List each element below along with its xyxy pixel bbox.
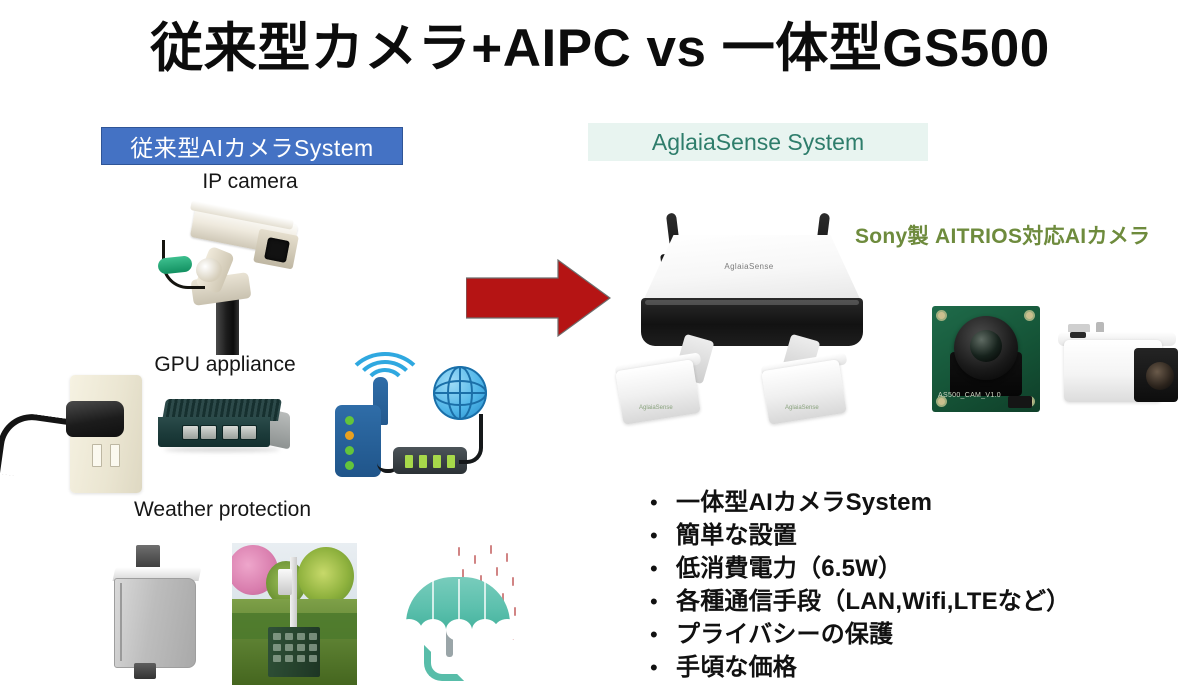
- ip-camera-photo: [140, 196, 340, 356]
- ethernet-port-4: [240, 425, 257, 440]
- bullet-camera-lens-icon: [1146, 362, 1174, 390]
- aglaiasense-system-heading-label: AglaiaSense System: [651, 128, 865, 155]
- list-item: • プライバシーの保護: [650, 619, 1190, 650]
- bullet-marker: •: [650, 589, 658, 614]
- modem-led-4: [447, 455, 455, 468]
- outdoor-pole-cabinet-photo: [232, 543, 357, 685]
- bullet-camera-tab: [1070, 332, 1086, 338]
- list-item: • 低消費電力（6.5W）: [650, 553, 1190, 584]
- gs500-camera-logo-right: AglaiaSense: [785, 405, 819, 411]
- weatherproof-enclosure-photo: [108, 545, 213, 683]
- ethernet-port-2: [200, 425, 217, 440]
- bullet-label: プライバシーの保護: [676, 621, 894, 648]
- gpu-appliance-label: GPU appliance: [154, 353, 296, 376]
- gs500-camera-left: [615, 359, 701, 425]
- bullet-marker: •: [650, 655, 658, 680]
- outlet-slot-right: [110, 444, 120, 467]
- enclosure-conduit-cap: [136, 545, 160, 569]
- comparison-arrow-icon: [465, 258, 612, 338]
- list-item: • 一体型AIカメラSystem: [650, 487, 1190, 518]
- bullet-marker: •: [650, 490, 658, 515]
- photo-pole-camera: [278, 569, 292, 595]
- weather-protection-label: Weather protection: [133, 498, 312, 521]
- power-plug: [66, 401, 124, 437]
- feature-bullet-list: • 一体型AIカメラSystem • 簡単な設置 • 低消費電力（6.5W） •…: [650, 487, 1190, 685]
- outlet-slot-left: [92, 444, 102, 467]
- gs500-device-photo: AglaiaSense AglaiaSense AglaiaSense: [605, 205, 905, 450]
- list-item: • 簡単な設置: [650, 520, 1190, 551]
- router-to-modem-cable: [377, 457, 399, 473]
- gs500-camera-logo-left: AglaiaSense: [639, 405, 673, 411]
- router-led-1: [345, 416, 354, 425]
- ethernet-port-3: [222, 425, 239, 440]
- camera-lens-icon: [264, 237, 290, 263]
- umbrella-shaft: [446, 625, 453, 657]
- router-led-4: [345, 461, 354, 470]
- gs500-black-band: [641, 298, 863, 346]
- pcb-mount-hole-tr: [1024, 310, 1035, 321]
- gs500-band-highlight: [645, 300, 859, 305]
- photo-tree-right: [298, 547, 354, 605]
- router-led-2: [345, 431, 354, 440]
- bullet-marker: •: [650, 622, 658, 647]
- router-body: [335, 405, 381, 477]
- ip-camera-label: IP camera: [202, 170, 298, 193]
- page-title: 従来型カメラ+AIPC vs 一体型GS500: [150, 19, 1050, 78]
- ethernet-port-1: [182, 425, 199, 440]
- wifi-wave-icon-large: [343, 352, 427, 428]
- globe-icon: [433, 366, 487, 420]
- enclosure-bottom-gland: [134, 663, 156, 679]
- router-led-3: [345, 446, 354, 455]
- power-outlet-photo: [0, 375, 148, 495]
- legacy-system-heading-label: 従来型AIカメラSystem: [130, 135, 374, 161]
- white-bullet-camera-photo: [1054, 318, 1194, 426]
- bullet-label: 簡単な設置: [676, 522, 797, 549]
- gpu-shadow: [164, 447, 280, 452]
- aglaiasense-system-heading: AglaiaSense System: [588, 123, 928, 161]
- pcb-mount-hole-bl: [936, 396, 947, 407]
- bullet-label: 一体型AIカメラSystem: [676, 489, 933, 516]
- legacy-system-heading: 従来型AIカメラSystem: [101, 127, 403, 165]
- router-network-illustration: [325, 352, 495, 487]
- gs500-logo: AglaiaSense: [724, 262, 774, 271]
- pcb-connector: [1008, 396, 1032, 408]
- modem-led-1: [405, 455, 413, 468]
- bullet-label: 各種通信手段（LAN,Wifi,LTEなど）: [676, 588, 1071, 615]
- modem-led-3: [433, 455, 441, 468]
- modem-to-internet-cable: [459, 414, 483, 464]
- bullet-label: 手頃な価格: [676, 654, 797, 681]
- enclosure-seam: [120, 583, 122, 661]
- camera-pole: [216, 289, 239, 355]
- photo-utility-pole: [290, 557, 297, 629]
- bullet-marker: •: [650, 523, 658, 548]
- sony-aitrios-label: Sony製 AITRIOS対応AIカメラ: [855, 225, 1151, 248]
- umbrella-handle-hook: [424, 645, 464, 681]
- gs500-camera-right: [761, 359, 847, 425]
- bullet-camera-mount-plate: [1068, 324, 1090, 334]
- pcb-mount-hole-tl: [936, 310, 947, 321]
- pcb-silkscreen-text: AS500_CAM_V1.0: [938, 392, 1001, 399]
- bullet-label: 低消費電力（6.5W）: [676, 555, 903, 582]
- sony-camera-module-photo: AS500_CAM_V1.0: [932, 300, 1044, 418]
- list-item: • 手頃な価格: [650, 652, 1190, 683]
- modem-led-2: [419, 455, 427, 468]
- photo-green-cabinet: [268, 627, 320, 677]
- list-item: • 各種通信手段（LAN,Wifi,LTEなど）: [650, 586, 1190, 617]
- umbrella-rain-illustration: [396, 545, 530, 681]
- camera-module-lens-glass-icon: [970, 330, 1002, 362]
- gs500-top-shell: [643, 235, 861, 301]
- bullet-camera-screw: [1096, 322, 1104, 336]
- enclosure-body: [114, 578, 196, 668]
- gpu-appliance-photo: [158, 397, 293, 467]
- bullet-marker: •: [650, 556, 658, 581]
